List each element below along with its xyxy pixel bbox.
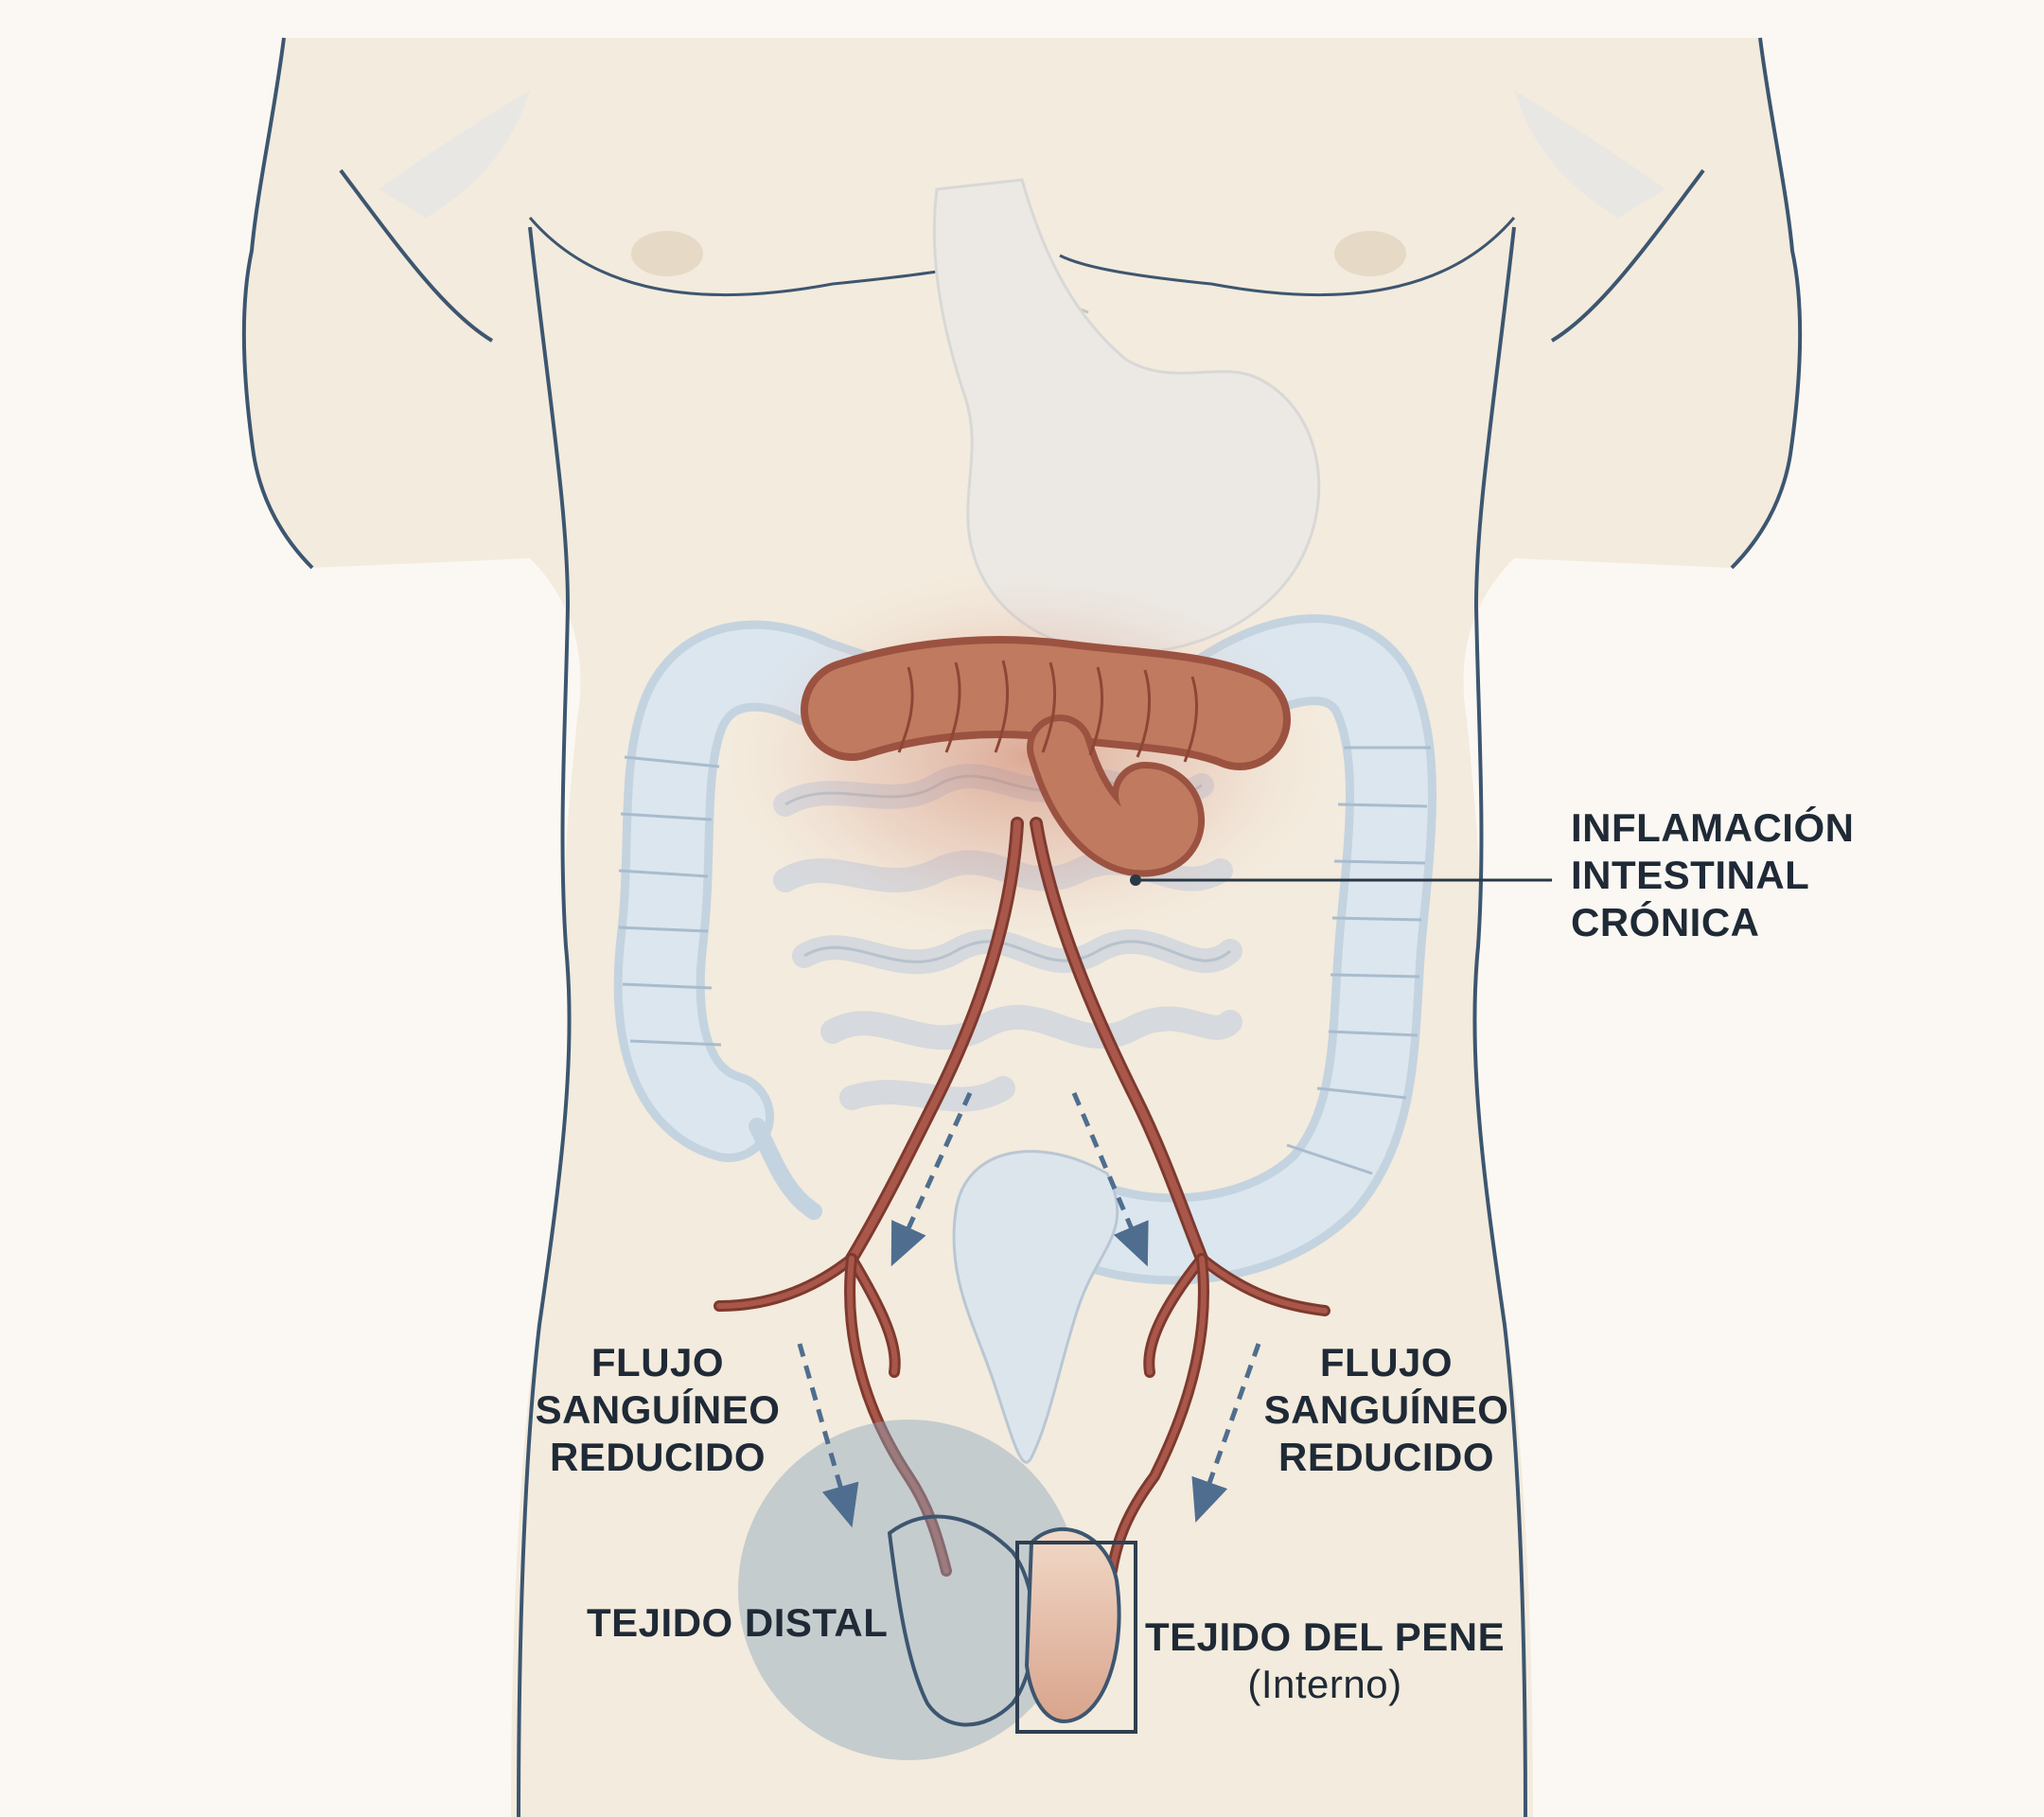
flow-label-right-line-2: SANGUÍNEO [1263, 1387, 1509, 1432]
nipple-right [1334, 231, 1406, 276]
flow-label-left-line-1: FLUJO [590, 1340, 725, 1385]
body-outline-right-torso [1472, 226, 1527, 1817]
inflamed-colon [801, 636, 1291, 877]
colon [613, 614, 1436, 1285]
distal-tissue-label-text: TEJIDO DISTAL [587, 1600, 889, 1645]
flow-arrow-right-upper [1071, 1092, 1149, 1267]
nipple-left [631, 231, 703, 276]
inflammation-label: INFLAMACIÓN INTESTINAL CRÓNICA [1571, 804, 1854, 946]
body-outline-right-arm [1730, 37, 1803, 570]
inflammation-label-line-3: CRÓNICA [1571, 900, 1760, 944]
armpit-right [1550, 168, 1705, 343]
flow-label-right-line-1: FLUJO [1319, 1340, 1454, 1385]
shoulder-shadow-right [1514, 90, 1665, 218]
flow-label-right: FLUJO SANGUÍNEO REDUCIDO [1259, 1339, 1514, 1481]
pectoral-line-right [1059, 217, 1516, 297]
penile-tissue-label: TEJIDO DEL PENE (Interno) [1145, 1614, 1505, 1708]
inflammation-label-line-1: INFLAMACIÓN [1571, 805, 1855, 850]
flow-arrow-left-lower [797, 1343, 859, 1528]
penile-tissue-label-text: TEJIDO DEL PENE [1145, 1614, 1506, 1659]
penile-tissue-frame [1015, 1541, 1137, 1734]
flow-label-left-line-3: REDUCIDO [549, 1435, 766, 1479]
penile-tissue-note: (Interno) [1247, 1662, 1402, 1706]
inflammation-label-line-2: INTESTINAL [1571, 853, 1810, 897]
flow-label-right-line-3: REDUCIDO [1278, 1435, 1494, 1479]
rectum [952, 1150, 1119, 1464]
arteries [714, 817, 1330, 1577]
flow-arrows [797, 1091, 1261, 1528]
colon-haustra [618, 746, 1431, 1175]
flow-arrow-left-upper [890, 1091, 973, 1267]
body-outline-left-torso [517, 226, 572, 1817]
appendix [749, 1118, 822, 1220]
flow-label-left: FLUJO SANGUÍNEO REDUCIDO [530, 1339, 785, 1481]
flow-label-left-line-2: SANGUÍNEO [535, 1387, 781, 1432]
genital-outline [887, 1514, 1036, 1727]
penile-shaft [1024, 1526, 1121, 1723]
distal-tissue-label: TEJIDO DISTAL [587, 1599, 888, 1647]
armpit-left [339, 168, 494, 343]
flow-arrow-right-lower [1191, 1343, 1261, 1523]
inflammation-leader-dot [1130, 874, 1141, 886]
shoulder-shadow-left [379, 90, 530, 218]
body-outline-left-arm [241, 37, 314, 570]
